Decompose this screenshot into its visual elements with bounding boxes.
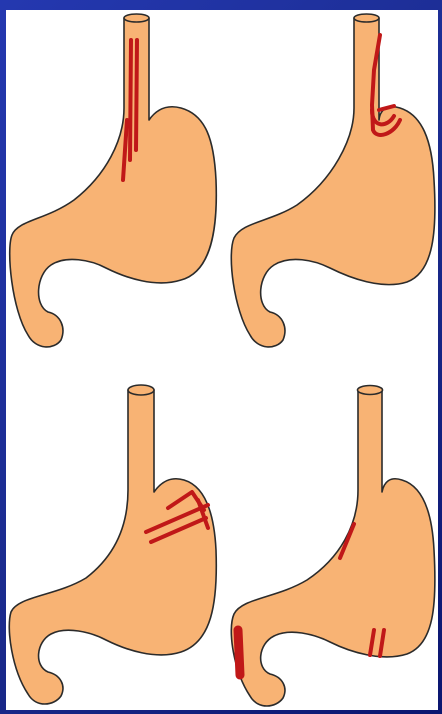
- stomach-4-organ: [231, 386, 435, 707]
- stomach-diagram-1: [6, 10, 222, 360]
- stomach-diagram-4: [222, 360, 438, 710]
- stomach-2-svg: [222, 10, 438, 360]
- stomach-3-organ: [9, 385, 216, 704]
- stomach-2-organ: [231, 14, 435, 347]
- diagram-panel: [6, 10, 438, 710]
- stomach-diagram-2: [222, 10, 438, 360]
- stomach-3-svg: [6, 360, 222, 710]
- stomach-diagram-3: [6, 360, 222, 710]
- stomach-1-svg: [6, 10, 222, 360]
- stomach-1-organ: [10, 14, 217, 347]
- stomach-4-svg: [222, 360, 438, 710]
